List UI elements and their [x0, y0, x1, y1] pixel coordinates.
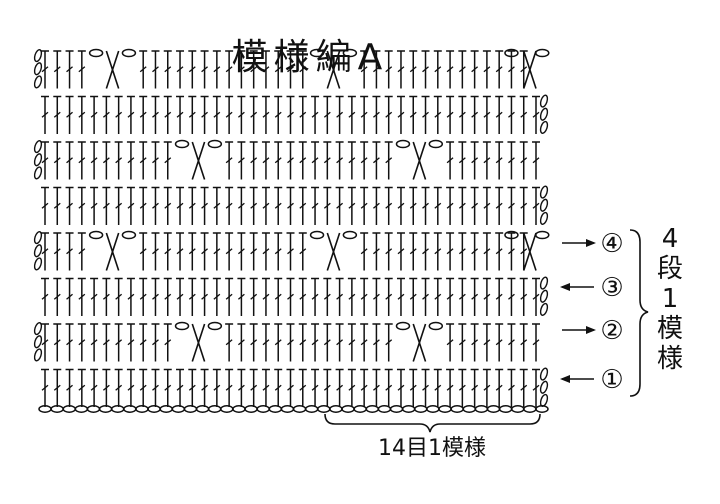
- stitch-row-3: [41, 276, 549, 316]
- chain-stitch: [341, 405, 355, 413]
- pattern-title: 模様編A: [231, 37, 389, 78]
- chain-stitch: [474, 405, 489, 413]
- chain-stitch: [171, 405, 186, 413]
- foundation-chain: [38, 405, 549, 413]
- row-marker-1: ④: [562, 229, 624, 259]
- stitch-row-1: [41, 367, 549, 407]
- chain-stitch: [268, 405, 283, 413]
- repeat-rows-bracket: [629, 229, 649, 397]
- chain-stitch: [414, 405, 428, 413]
- row-marker-2: ③: [560, 273, 624, 303]
- chain-stitch: [195, 405, 210, 413]
- chain-stitch: [353, 405, 367, 413]
- chain-stitch: [450, 405, 464, 413]
- stitch-row-5: [41, 185, 549, 225]
- repeat-label-char-1: 4: [662, 224, 679, 254]
- chain-stitch: [329, 405, 343, 413]
- chain-stitch: [98, 405, 113, 413]
- chain-stitch: [486, 405, 501, 413]
- chain-stitch: [123, 405, 137, 413]
- stitch-row-7: [41, 94, 549, 134]
- arrow-right-icon: [586, 326, 596, 334]
- repeat-label-char-3: 1: [662, 284, 679, 314]
- row-number-3: ②: [600, 316, 623, 346]
- chain-stitch: [365, 405, 380, 413]
- stitch-row-2: [33, 321, 540, 362]
- chain-stitch: [304, 405, 319, 413]
- chain-stitch: [523, 405, 537, 413]
- row-number-1: ④: [600, 229, 623, 259]
- chain-stitch: [135, 405, 149, 413]
- chain-stitch: [426, 405, 440, 413]
- chain-stitch: [220, 405, 234, 413]
- chain-stitch: [389, 405, 404, 413]
- arrow-left-icon: [560, 375, 570, 383]
- chain-stitch: [377, 405, 392, 413]
- chain-stitch: [147, 405, 161, 413]
- stitch-row-4: [33, 230, 550, 271]
- row-number-2: ③: [600, 273, 623, 303]
- chain-stitch: [462, 405, 477, 413]
- stitch-row-8: [33, 48, 550, 89]
- row-marker-4: ①: [560, 365, 624, 395]
- chain-stitch: [256, 405, 270, 413]
- repeat-label-char-4: 模: [657, 314, 683, 344]
- chain-stitch: [535, 405, 549, 413]
- chain-stitch: [159, 405, 173, 413]
- stitch-rows: [33, 48, 550, 407]
- chain-stitch: [438, 405, 452, 413]
- chain-stitch: [317, 405, 331, 413]
- chain-stitch: [207, 405, 222, 413]
- repeat-label-char-2: 段: [657, 254, 683, 284]
- row-markers: ④ ③ ② ①: [560, 229, 624, 395]
- row-marker-3: ②: [562, 316, 624, 346]
- chain-stitch: [401, 405, 416, 413]
- stitch-row-6: [33, 139, 540, 180]
- row-number-4: ①: [600, 365, 623, 395]
- arrow-right-icon: [586, 239, 596, 247]
- chain-stitch: [498, 405, 513, 413]
- chain-stitch: [244, 405, 258, 413]
- arrow-left-icon: [560, 283, 570, 291]
- chain-stitch: [511, 405, 525, 413]
- repeat-width-bracket: [324, 413, 541, 433]
- chain-stitch: [232, 405, 246, 413]
- chain-stitch: [292, 405, 307, 413]
- stitch-count-label: 14目1模様: [378, 436, 486, 461]
- chain-stitch: [183, 405, 198, 413]
- chain-stitch: [280, 405, 295, 413]
- repeat-label-char-5: 様: [657, 344, 683, 374]
- chain-stitch: [110, 405, 125, 413]
